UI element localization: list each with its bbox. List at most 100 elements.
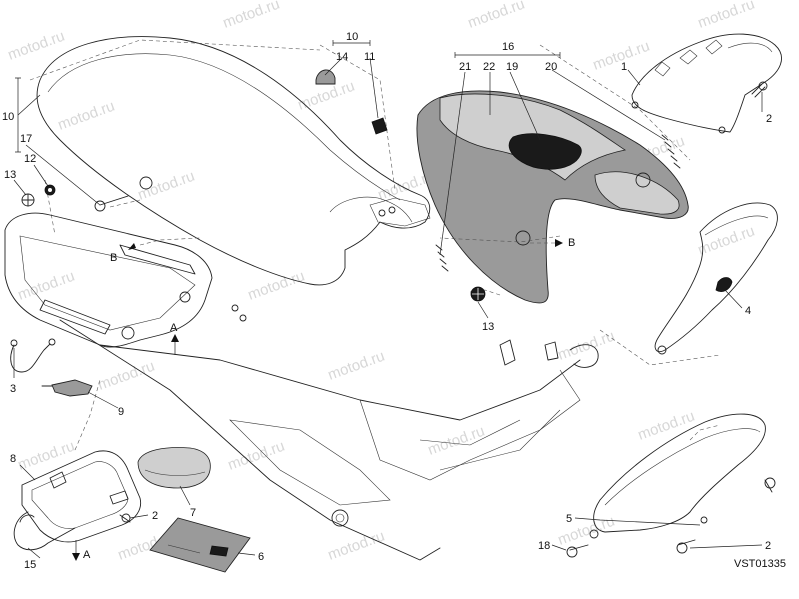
callout-10-left: 10 (2, 111, 14, 123)
leader-10-bracket-caps (15, 77, 21, 153)
callout-3: 3 (10, 383, 16, 395)
frame-mount-hole (121, 326, 135, 340)
screw-2-bottom-head (676, 542, 688, 554)
frame-tab (544, 341, 559, 361)
manual-6-logo (209, 545, 229, 557)
watermark: motod.ru (16, 268, 77, 304)
leader-8 (19, 464, 36, 481)
leader-9 (87, 391, 119, 409)
watermark: motod.ru (326, 348, 387, 384)
dashed-leader (599, 329, 721, 366)
callout-2-bottom: 2 (765, 540, 771, 552)
under-tray-8 (21, 450, 142, 543)
rear-subframe (4, 212, 599, 561)
pin-17-head (94, 200, 106, 212)
watermark: motod.ru (56, 98, 117, 134)
watermark: motod.ru (226, 438, 287, 474)
under-tray-slot (109, 490, 129, 505)
leader-7 (179, 485, 191, 506)
fasteners (21, 69, 776, 558)
leader-5 (574, 517, 701, 526)
frame-tab (499, 339, 516, 366)
callout-5: 5 (566, 513, 572, 525)
bracket-1-hole (718, 126, 726, 134)
drawing-code: VST01335 (734, 558, 786, 570)
rubber-strap-15-end (19, 514, 35, 523)
dashed-leader (74, 379, 101, 451)
watermark-layer: motod.ru motod.ru motod.ru motod.ru moto… (6, 0, 757, 564)
dashed-leader (29, 39, 321, 81)
callout-18: 18 (538, 540, 550, 552)
panel-4-clip (657, 345, 667, 355)
callout-1: 1 (621, 61, 627, 73)
callout-14: 14 (336, 51, 348, 63)
watermark: motod.ru (636, 408, 697, 444)
bracket-1-outline (631, 33, 782, 133)
under-tray-outline (21, 450, 142, 543)
frame-detail (419, 409, 561, 471)
callout-17: 17 (20, 133, 32, 145)
grommet-13-right-cross (472, 288, 484, 300)
screw-18-head (566, 546, 578, 558)
manual-6-cover (149, 517, 251, 573)
under-tray-clip (49, 471, 67, 489)
leader-11 (369, 57, 379, 119)
callout-labels: 10 10 14 11 16 21 22 19 20 1 2 4 17 12 1… (2, 31, 786, 571)
leader-10-top (332, 40, 371, 46)
cable-3 (10, 338, 56, 373)
seat-bracket-hole (388, 206, 396, 214)
panel-5-clip (589, 529, 599, 539)
leader-20 (551, 69, 666, 141)
seat-pin-hole (139, 176, 153, 190)
side-panel-5-outline (593, 413, 766, 533)
arrow-a-top-head (171, 334, 179, 342)
tail-cover-assembly (416, 90, 689, 304)
bracket-1-hole (631, 101, 639, 109)
manual-6 (149, 517, 251, 573)
seat-bracket-hole (378, 209, 386, 217)
lock-key-9 (41, 379, 93, 397)
side-panel-4-outline (654, 202, 778, 353)
dashed-leader (689, 424, 721, 441)
leader-2-bottom (689, 544, 763, 549)
watermark: motod.ru (466, 0, 527, 32)
dashed-leader (539, 44, 691, 161)
washer-12-hole (48, 188, 52, 192)
callout-8: 8 (10, 453, 16, 465)
dashed-leader (109, 199, 141, 208)
dashed-leader (319, 44, 396, 191)
rubber-pad-11 (371, 117, 388, 135)
tail-cover-window (508, 133, 582, 170)
frame-mount-hole (179, 291, 191, 303)
leader-19 (509, 71, 541, 141)
cable-3-terminal (48, 338, 56, 346)
leader-15 (27, 547, 41, 559)
marker-b-right: B (568, 237, 575, 249)
reference-arrows (72, 237, 563, 561)
leader-13-right (477, 301, 489, 319)
subframe-slot-left (119, 244, 196, 275)
spring-21 (435, 244, 449, 272)
callout-20: 20 (545, 61, 557, 73)
seat-stitch-line (47, 53, 401, 201)
marker-a-top: A (170, 322, 178, 334)
callout-4: 4 (745, 305, 751, 317)
frame-pivot-bolt (335, 513, 345, 523)
callout-10-top: 10 (346, 31, 358, 43)
spring-20 (661, 134, 681, 169)
leader-16-bracket (454, 52, 561, 58)
manual-6-text-line (167, 544, 201, 554)
watermark: motod.ru (326, 528, 387, 564)
callout-11: 11 (364, 51, 375, 63)
subframe-inner-rail (19, 235, 196, 331)
watermark: motod.ru (556, 513, 617, 549)
rubber-strap-15 (13, 511, 76, 551)
panel-5-clip (700, 516, 708, 524)
lock-key-9-body (51, 379, 93, 397)
tail-cover-mount-hole (635, 172, 651, 188)
leader-1 (627, 69, 641, 86)
tail-cover-mount-hole (515, 230, 531, 246)
bracket-1-flange (727, 42, 773, 53)
frame-bolt (239, 314, 247, 322)
screw-2-bottom (677, 539, 696, 546)
